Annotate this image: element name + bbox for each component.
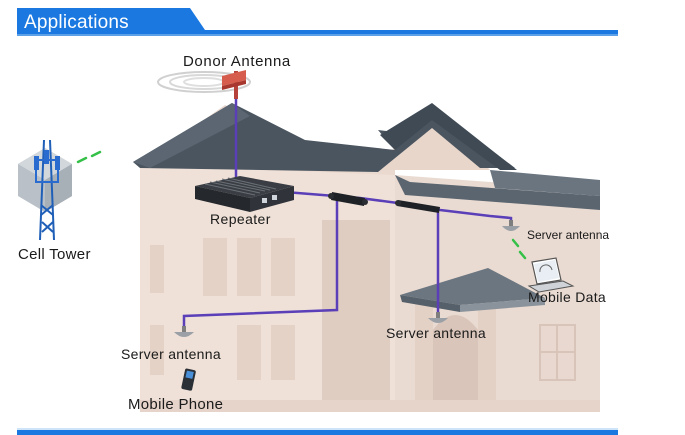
footer-bar <box>17 428 618 435</box>
server-antenna-top-label: Server antenna <box>527 228 610 242</box>
mobile-phone-label: Mobile Phone <box>128 396 224 413</box>
repeater-label: Repeater <box>210 211 271 227</box>
coupler-icon <box>395 200 440 213</box>
laptop-icon <box>527 257 575 293</box>
cell-tower-icon <box>18 139 72 241</box>
mobile-phone-icon <box>181 368 196 391</box>
ceiling-antenna-icon-middle <box>428 312 448 323</box>
splitter-icon <box>328 192 368 206</box>
ceiling-antenna-icon-left <box>174 326 194 337</box>
repeater-icon <box>195 176 294 212</box>
donor-antenna-icon <box>157 70 251 99</box>
mobile-data-label: Mobile Data <box>528 289 607 305</box>
section-title: Applications <box>24 12 129 33</box>
server-antenna-middle-label: Server antenna <box>386 325 486 341</box>
house-illustration <box>140 105 600 412</box>
roof <box>133 103 600 312</box>
server-antenna-left-label: Server antenna <box>121 346 221 362</box>
cell-tower-label: Cell Tower <box>18 246 91 263</box>
header-bar <box>17 8 618 36</box>
donor-antenna-label: Donor Antenna <box>183 53 291 70</box>
signal-indicator <box>76 150 527 260</box>
ceiling-antenna-icon-top <box>502 220 520 231</box>
